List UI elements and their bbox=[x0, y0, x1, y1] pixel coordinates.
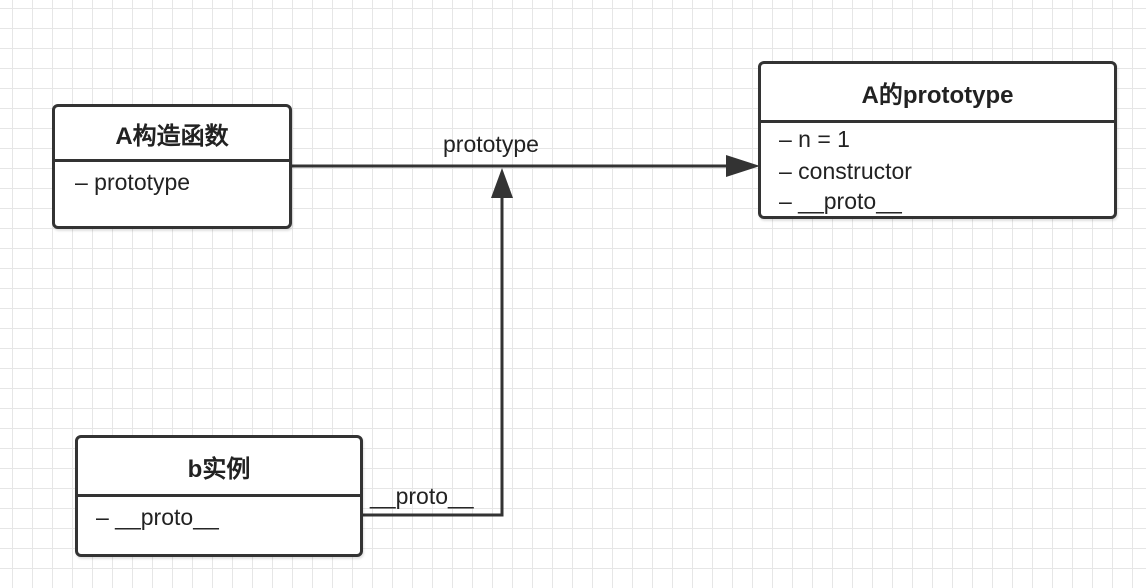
constructor-a-node[interactable]: A构造函数 – prototype bbox=[52, 104, 292, 229]
proto-edge-label: __proto__ bbox=[370, 483, 474, 509]
instance-b-title: b实例 bbox=[78, 438, 360, 497]
proto-edge-arrowhead bbox=[491, 168, 513, 198]
constructor-a-title: A构造函数 bbox=[55, 107, 289, 162]
prototype-edge-arrowhead bbox=[726, 155, 760, 177]
prototype-edge-label: prototype bbox=[443, 131, 539, 157]
instance-b-attr-proto: – __proto__ bbox=[96, 504, 219, 530]
prototype-a-attr-n: – n = 1 bbox=[779, 126, 850, 152]
constructor-a-attr-prototype: – prototype bbox=[75, 169, 191, 195]
constructor-a-attributes: – prototype bbox=[55, 162, 289, 198]
instance-b-node[interactable]: b实例 – __proto__ bbox=[75, 435, 363, 557]
prototype-a-attributes: – n = 1 – constructor – __proto__ bbox=[761, 123, 1114, 215]
proto-edge-line bbox=[362, 196, 504, 517]
prototype-a-attr-constructor: – constructor bbox=[779, 158, 912, 184]
instance-b-attributes: – __proto__ bbox=[78, 497, 360, 533]
prototype-a-title: A的prototype bbox=[761, 64, 1114, 123]
prototype-a-attr-proto: – __proto__ bbox=[779, 188, 902, 214]
prototype-a-node[interactable]: A的prototype – n = 1 – constructor – __pr… bbox=[758, 61, 1117, 219]
